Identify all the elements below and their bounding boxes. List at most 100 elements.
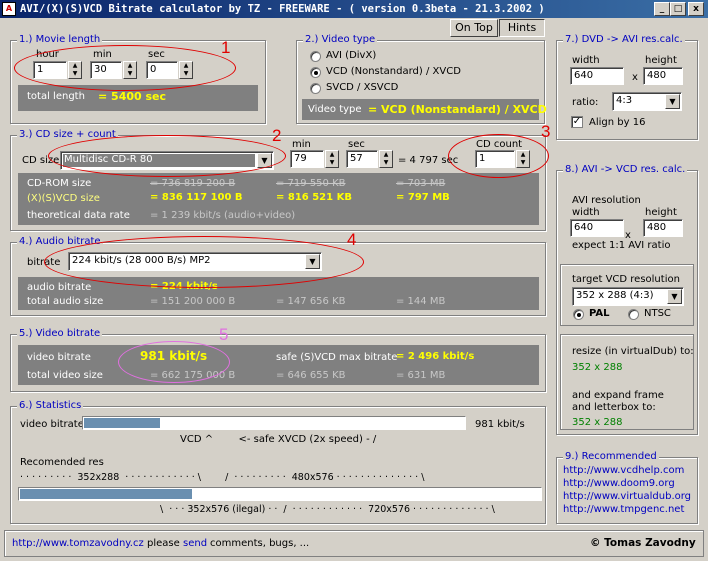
audio-size-label: total audio size [27,296,104,307]
statistics-group: 6.) Statistics [10,400,546,524]
expand-label-2: and letterbox to: [572,402,656,413]
video-size-mb: = 631 MB [396,370,446,381]
annotation-oval-3 [448,134,549,178]
video-type-avi-label[interactable]: AVI (DivX) [326,50,377,61]
avi-height-input[interactable]: 480 [643,219,683,237]
safe-bitrate-value: = 2 496 kbit/s [396,351,475,362]
resize-value: 352 x 288 [572,362,623,373]
target-res-selected: 352 x 288 (4:3) [576,290,654,301]
avi-width-input[interactable]: 640 [570,219,624,237]
align-label[interactable]: Align by 16 [589,117,646,128]
cd-min-input[interactable]: 79 [290,150,324,168]
movie-length-group: 1.) Movie length [10,34,266,124]
cd-min-spinner[interactable]: ▲▼ [325,150,339,168]
resize-box [560,334,694,430]
cdrom-size-label: CD-ROM size [27,178,92,189]
cdrom-size-mb: = 703 MB [396,178,446,189]
annotation-number-3: 3 [541,122,551,141]
recommended-group: 9.) Recommended [556,451,698,524]
dvd-avi-title: 7.) DVD -> AVI res.calc. [563,34,685,45]
chevron-down-icon[interactable]: ▼ [667,289,682,304]
recommended-res-label: Recomended res [20,457,104,468]
annotation-oval-4 [44,236,364,288]
video-type-svcd-radio[interactable] [310,83,321,94]
ratio-selected: 4:3 [616,95,633,106]
pal-label[interactable]: PAL [589,308,610,319]
link-virtualdub[interactable]: http://www.virtualdub.org [563,491,692,502]
annotation-oval-1 [14,45,236,91]
footer-send-link[interactable]: send [183,538,208,549]
hints-button[interactable]: Hints [499,19,545,37]
app-icon[interactable]: A [2,2,16,16]
avi-vcd-group: 8.) AVI -> VCD res. calc. [556,164,698,435]
audio-size-b: = 151 200 000 B [150,296,236,307]
dvd-height-input[interactable]: 480 [643,67,683,85]
ntsc-label[interactable]: NTSC [644,308,671,319]
cd-sec-spinner[interactable]: ▲▼ [379,150,393,168]
xsvcd-size-mb: = 797 MB [396,192,450,203]
video-type-vcd-label[interactable]: VCD (Nonstandard) / XVCD [326,66,461,77]
link-vcdhelp[interactable]: http://www.vcdhelp.com [563,465,685,476]
annotation-oval-2 [48,135,286,177]
annotation-number-2: 2 [272,126,282,145]
video-bitrate-label: video bitrate [27,352,91,363]
cd-size-panel [18,173,539,225]
movie-length-title: 1.) Movie length [17,34,103,45]
video-size-kb: = 646 655 KB [276,370,346,381]
target-res-box [560,264,694,326]
dvd-height-label: height [645,55,677,66]
video-type-vcd-radio[interactable] [310,67,321,78]
recommended-title: 9.) Recommended [563,451,659,462]
video-bitrate-group: 5.) Video bitrate [10,328,546,392]
link-tmpgenc[interactable]: http://www.tmpgenc.net [563,504,685,515]
safe-bitrate-label: safe (S)VCD max bitrate [276,352,398,363]
cd-sec-input[interactable]: 57 [346,150,378,168]
dvd-x-label: x [632,72,638,83]
expect-ratio-label: expect 1:1 AVI ratio [572,240,671,251]
expand-value: 352 x 288 [572,417,623,428]
cd-min-label: min [292,139,311,150]
data-rate-value: = 1 239 kbit/s (audio+video) [150,210,296,221]
annotation-number-5: 5 [219,325,229,344]
avi-res-label: AVI resolution [572,195,641,206]
cd-size-label: CD size [22,155,60,166]
target-res-select[interactable]: 352 x 288 (4:3) ▼ [572,287,684,306]
expand-label-1: and expand frame [572,390,664,401]
chevron-down-icon[interactable]: ▼ [665,94,680,109]
footer-url-link[interactable]: http://www.tomzavodny.cz [12,538,144,549]
ntsc-radio[interactable] [628,309,639,320]
video-type-avi-radio[interactable] [310,51,321,62]
annotation-number-1: 1 [221,38,231,57]
avi-x-label: x [625,230,631,241]
close-button[interactable]: x [688,2,704,16]
video-type-title: 2.) Video type [303,34,378,45]
footer-text-please: please [147,538,180,549]
ratio-select[interactable]: 4:3 ▼ [612,92,682,111]
pal-radio[interactable] [573,309,584,320]
avi-vcd-title: 8.) AVI -> VCD res. calc. [563,164,688,175]
audio-bitrate-label: bitrate [27,257,61,268]
cd-size-title: 3.) CD size + count [17,129,118,140]
video-type-result-value: = VCD (Nonstandard) / XVCD [368,103,547,116]
ratio-label: ratio: [572,97,599,108]
res-top-line: · · · · · · · · · 352x288 · · · · · · · … [20,472,425,483]
audio-bitrate-result-label: audio bitrate [27,282,92,293]
video-type-panel [302,99,539,120]
video-type-group: 2.) Video type [296,34,545,124]
video-panel [18,345,539,385]
footer-bar [4,530,704,557]
xsvcd-size-label: (X)(S)VCD size [27,193,100,204]
target-res-label: target VCD resolution [572,274,680,285]
on-top-button[interactable]: On Top [450,19,498,37]
minimize-button[interactable]: _ [654,2,670,16]
avi-height-label: height [645,207,677,218]
link-doom9[interactable]: http://www.doom9.org [563,478,675,489]
video-type-svcd-label[interactable]: SVCD / XSVCD [326,82,399,93]
audio-size-mb: = 144 MB [396,296,446,307]
avi-width-label: width [572,207,600,218]
maximize-button[interactable]: □ [670,2,686,16]
dvd-width-input[interactable]: 640 [570,67,624,85]
cdrom-size-kb: = 719 550 KB [276,178,346,189]
align-checkbox[interactable]: ✓ [571,116,583,128]
video-size-label: total video size [27,370,103,381]
